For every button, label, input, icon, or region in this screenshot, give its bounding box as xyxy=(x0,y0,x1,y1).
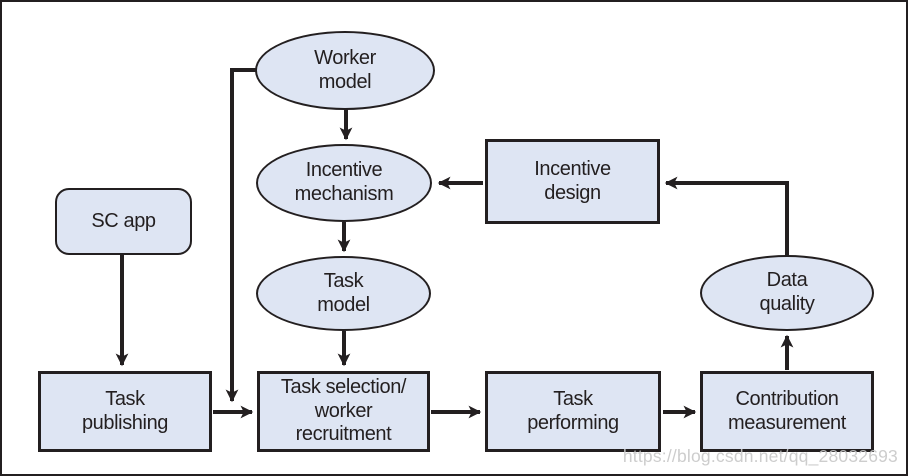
node-worker-model: Worker model xyxy=(255,31,435,110)
node-task-publishing: Task publishing xyxy=(38,371,212,452)
node-task-publishing-label: Task publishing xyxy=(81,387,169,434)
edge-worker-model-to-task-selection xyxy=(225,68,260,403)
node-contribution-measurement-label: Contribution measurement xyxy=(728,387,846,434)
node-task-performing: Task performing xyxy=(485,371,661,452)
node-task-model: Task model xyxy=(256,256,431,331)
node-task-model-label: Task model xyxy=(317,269,370,316)
node-task-performing-label: Task performing xyxy=(527,387,619,434)
node-incentive-design: Incentive design xyxy=(485,139,660,224)
node-worker-model-label: Worker model xyxy=(314,46,376,93)
node-incentive-mechanism: Incentive mechanism xyxy=(256,144,432,222)
node-task-selection-label: Task selection/ worker recruitment xyxy=(280,376,407,446)
node-incentive-mechanism-label: Incentive mechanism xyxy=(294,159,394,205)
node-sc-app: SC app xyxy=(55,188,192,255)
node-sc-app-label: SC app xyxy=(91,209,156,232)
node-contribution-measurement: Contribution measurement xyxy=(700,371,874,452)
edge-data-quality-to-incentive-design xyxy=(664,176,789,256)
node-task-selection-worker-recruitment: Task selection/ worker recruitment xyxy=(257,371,430,452)
node-data-quality-label: Data quality xyxy=(759,269,815,315)
node-data-quality: Data quality xyxy=(700,255,874,331)
node-incentive-design-label: Incentive design xyxy=(534,157,611,204)
